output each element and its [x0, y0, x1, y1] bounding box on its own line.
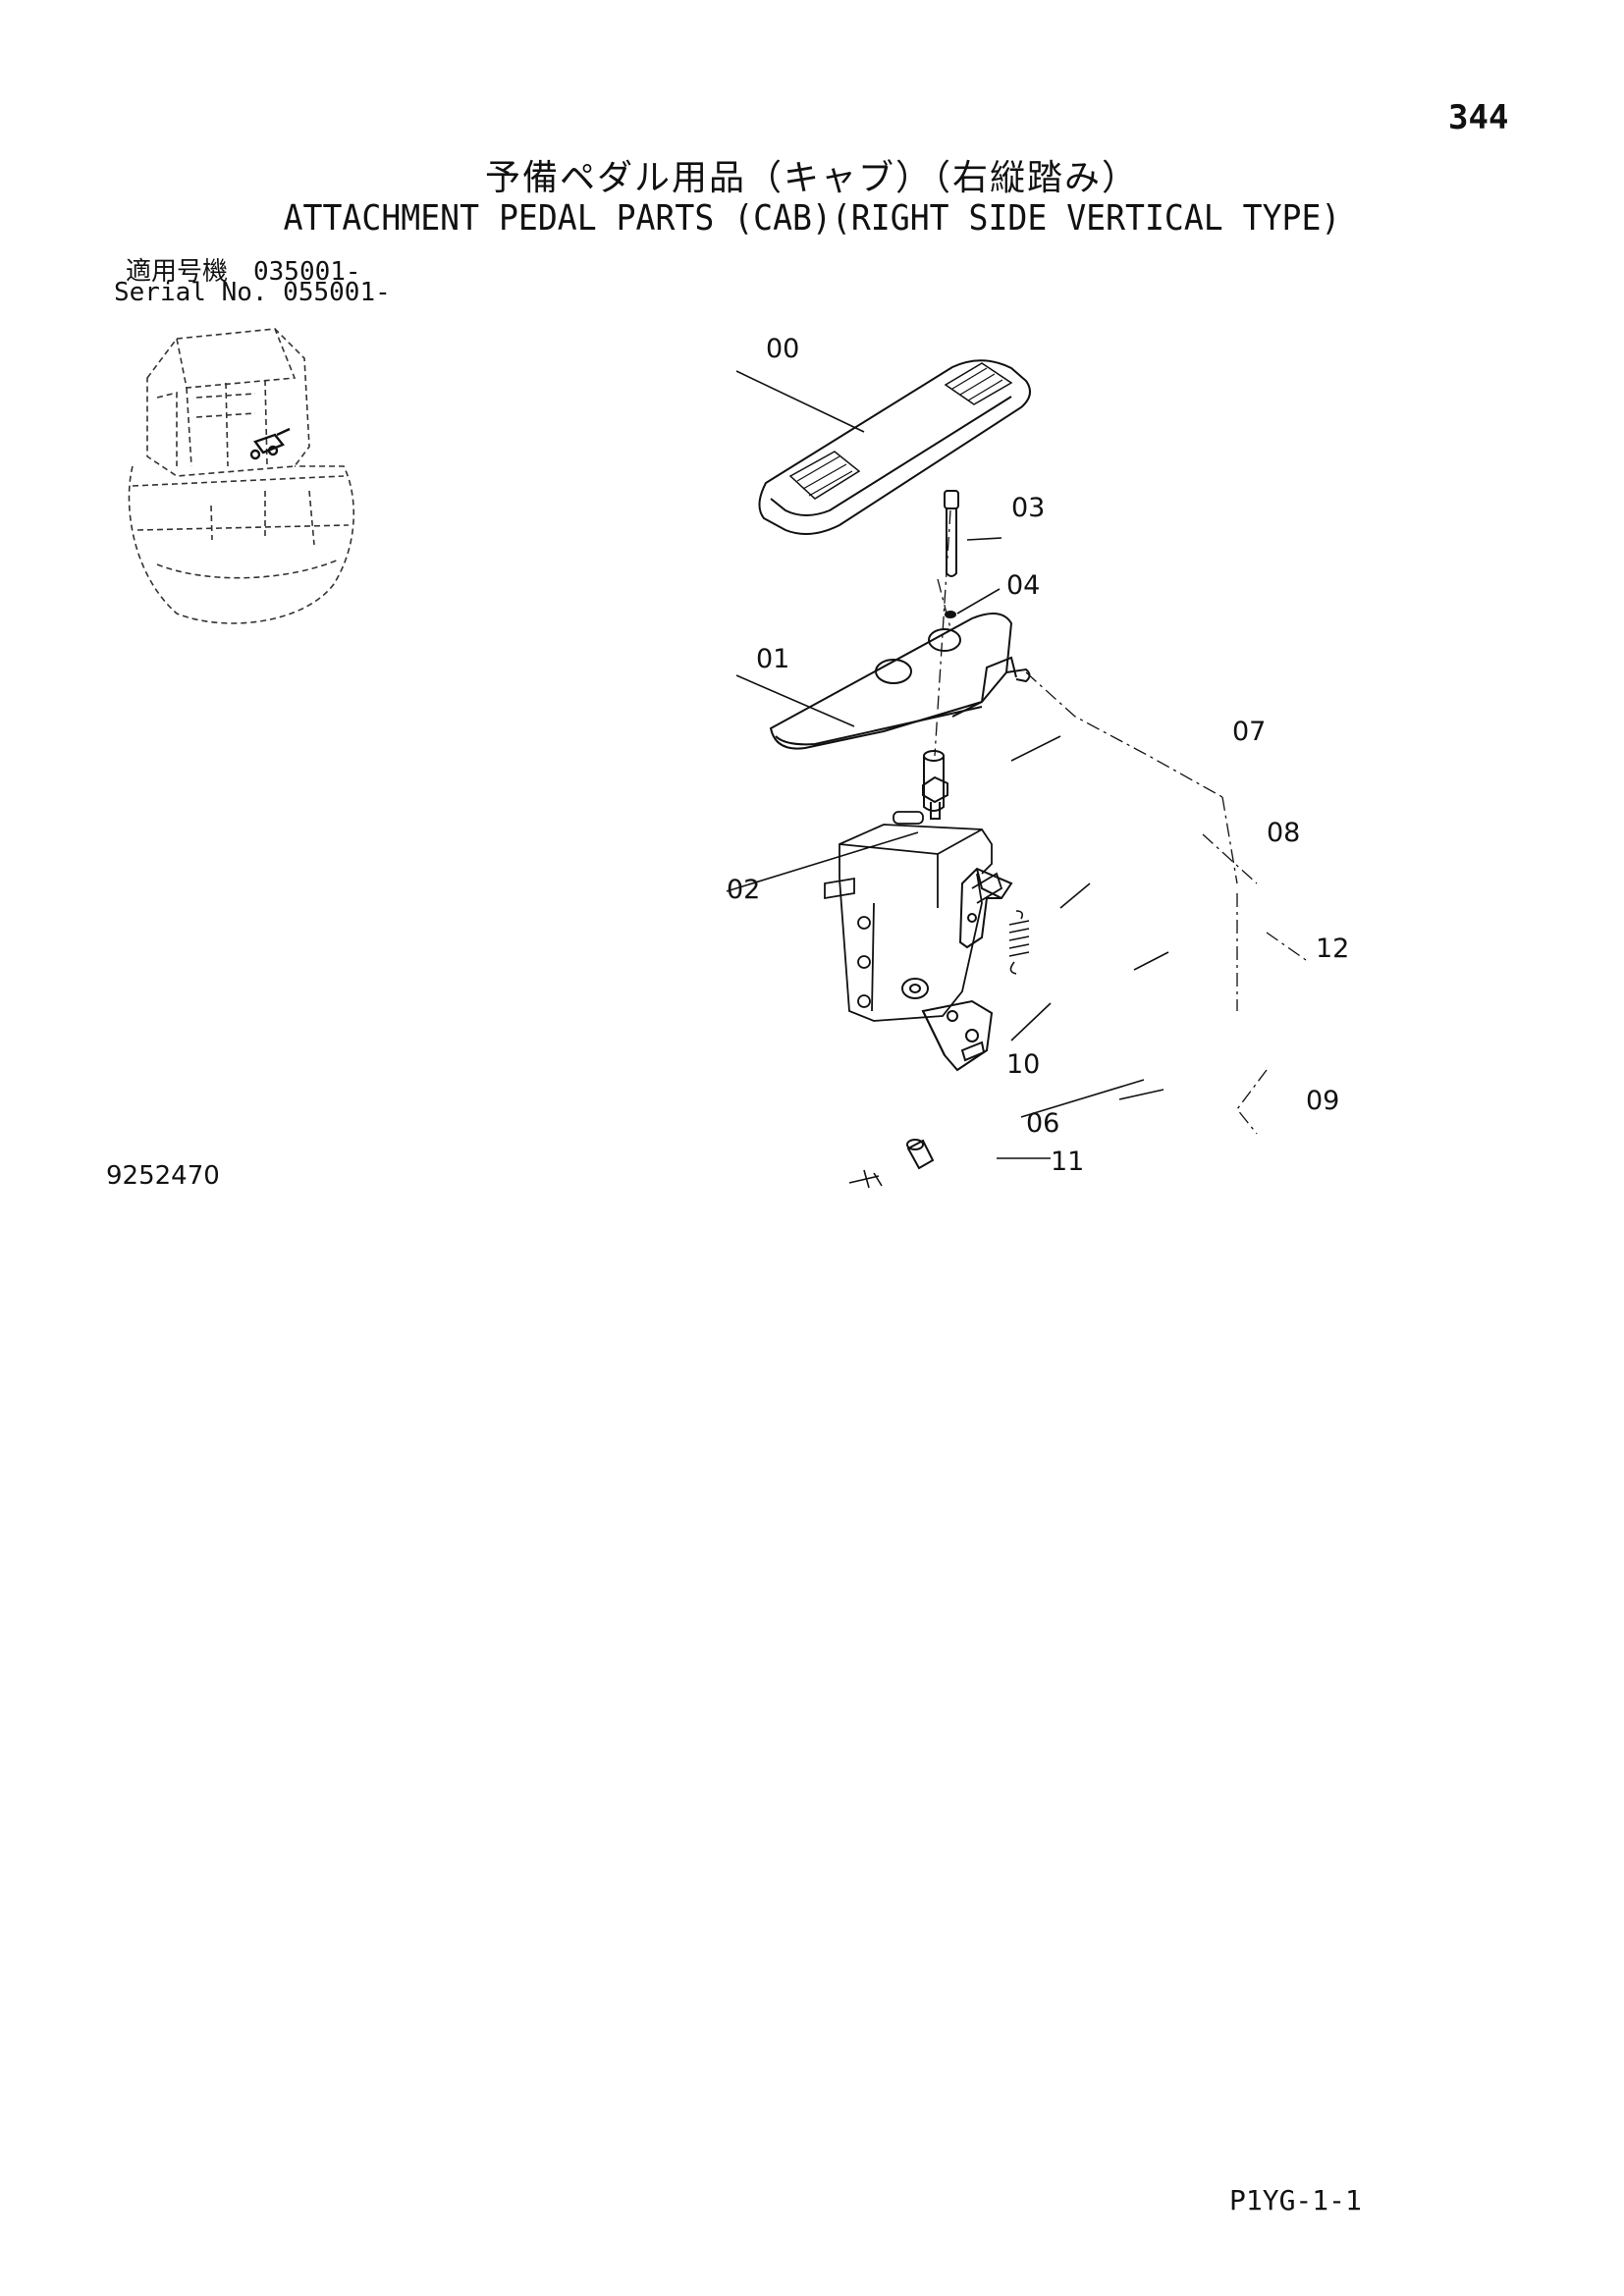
title-japanese: 予備ペダル用品（キャブ）（右縦踏み） — [484, 158, 1139, 198]
callout-08: 08 — [1267, 818, 1300, 848]
callout-09: 09 — [1306, 1086, 1339, 1116]
callout-03: 03 — [1011, 493, 1045, 523]
callout-04: 04 — [1006, 570, 1040, 601]
callout-01: 01 — [756, 644, 789, 674]
serial-number-japanese: 適用号機 035001- — [126, 257, 361, 287]
nut-part — [945, 611, 956, 618]
pedal-pad-part — [758, 359, 1031, 535]
callout-07: 07 — [1232, 717, 1266, 747]
callout-11: 11 — [1051, 1147, 1084, 1177]
page-code: P1YG-1-1 — [1229, 2184, 1362, 2216]
cotter-pin-part — [848, 1169, 883, 1189]
exploded-parts-diagram — [726, 359, 1307, 1189]
washer-part — [901, 978, 929, 999]
title-english: ATTACHMENT PEDAL PARTS (CAB)(RIGHT SIDE … — [283, 198, 1341, 239]
figure-number: 9252470 — [106, 1161, 220, 1191]
serial-number-english: Serial No. 055001- — [114, 278, 391, 307]
callout-00: 00 — [766, 334, 799, 364]
bracket-part — [958, 867, 1013, 949]
machine-locator-sketch — [128, 328, 355, 624]
callout-12: 12 — [1316, 934, 1349, 964]
page-number: 344 — [1448, 98, 1509, 137]
hex-bolt-part — [922, 775, 948, 820]
spring-part — [1008, 910, 1030, 975]
callout-10: 10 — [1006, 1049, 1040, 1080]
callout-02: 02 — [727, 875, 760, 905]
callout-06: 06 — [1026, 1108, 1059, 1139]
pedal-body-part — [769, 613, 1031, 750]
pilot-valve — [824, 811, 1003, 1022]
pin-part — [906, 1139, 935, 1170]
lower-bracket-part — [921, 999, 994, 1072]
part-callout-labels: 00 03 04 01 07 08 02 12 10 09 06 11 — [727, 334, 1349, 1177]
sleeve-part — [923, 750, 945, 812]
